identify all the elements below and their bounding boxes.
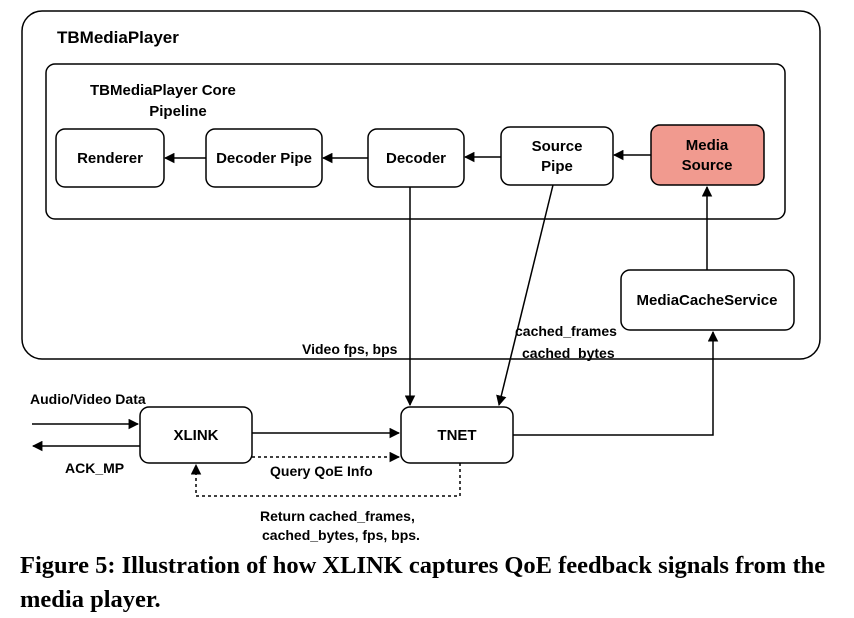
- xlink-label: XLINK: [174, 427, 219, 444]
- decoder-pipe-label: Decoder Pipe: [216, 150, 312, 167]
- media-source-box: [650, 124, 765, 186]
- cached-bytes-label: cached_bytes: [522, 345, 615, 361]
- query-qoe-label: Query QoE Info: [270, 463, 373, 479]
- core-pipeline-title: TBMediaPlayer Core: [90, 82, 236, 99]
- cached-frames-label: cached_frames: [515, 323, 617, 339]
- core-pipeline-region: [45, 63, 786, 220]
- figure-caption-label: Figure 5:: [20, 552, 116, 579]
- tbmediaplayer-title: TBMediaPlayer: [57, 28, 179, 47]
- audio-video-data-label: Audio/Video Data: [30, 391, 146, 407]
- decoder-label: Decoder: [386, 150, 446, 167]
- tnet-label: TNET: [437, 427, 476, 444]
- return-label-line2: cached_bytes, fps, bps.: [262, 527, 420, 543]
- figure-caption-text: Illustration of how XLINK captures QoE f…: [20, 552, 826, 613]
- arrow-return-qoe: [190, 463, 461, 497]
- video-fps-bps-label: Video fps, bps: [302, 341, 398, 357]
- source-pipe-label-line1: Source: [532, 138, 583, 155]
- source-pipe-box: [500, 126, 614, 186]
- media-source-label-line1: Media: [686, 137, 729, 154]
- xlink-box: [139, 406, 253, 464]
- arrow-tnet-to-cache-service: [513, 330, 719, 436]
- arrow-source-pipe-to-tnet: [496, 184, 554, 407]
- source-pipe-label-line2: Pipe: [541, 158, 573, 175]
- renderer-label: Renderer: [77, 150, 143, 167]
- tbmediaplayer-region: [21, 10, 821, 360]
- return-label-line1: Return cached_frames,: [260, 508, 415, 524]
- media-cache-service-label: MediaCacheService: [637, 292, 778, 309]
- media-source-label-line2: Source: [682, 157, 733, 174]
- ack-mp-label: ACK_MP: [65, 460, 124, 476]
- core-pipeline-subtitle: Pipeline: [149, 103, 207, 120]
- figure-caption: Figure 5: Illustration of how XLINK capt…: [20, 549, 840, 617]
